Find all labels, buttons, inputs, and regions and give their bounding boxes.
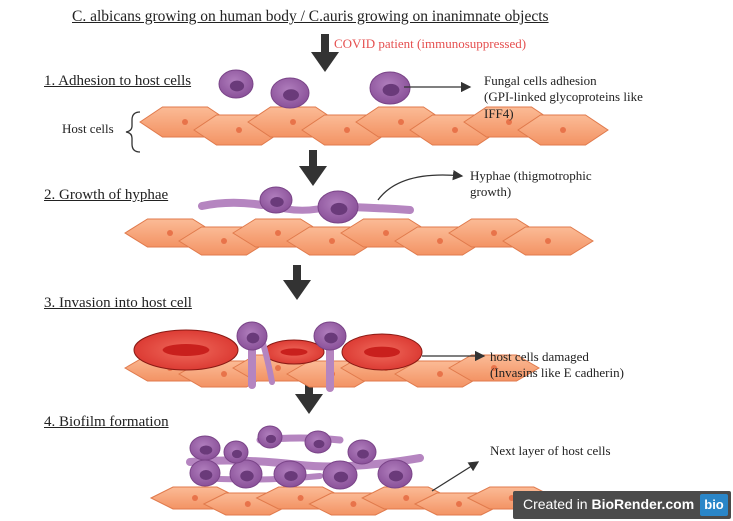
host-cell-nucleus [290,119,296,125]
hyphae-note-line: growth) [470,184,512,200]
fungal-nucleus [357,449,369,459]
hyphae-note: Hyphae (thigmotrophic growth) [470,168,670,201]
damage-note-line: (Invasins like E cadherin) [490,365,624,381]
step-arrows [283,34,339,414]
invasion-layer [124,321,540,392]
host-cell-nucleus [244,501,251,507]
fungal-nucleus [270,197,284,207]
host-cell-nucleus [192,495,198,501]
fungal-nucleus [229,80,245,92]
host-cell-nucleus [221,238,227,244]
host-cell-nucleus [506,119,512,125]
step-4-label: 4. Biofilm formation [44,414,169,430]
fungal-nucleus [330,202,348,216]
host-cell-nucleus [275,230,281,236]
diagram-title: C. albicans growing on human body / C.au… [72,8,549,25]
next-layer-pointer [431,461,480,492]
hypha-filament [198,198,266,210]
biorender-watermark[interactable]: Created in BioRender.com bio [513,491,731,519]
biorender-logo-icon: bio [700,494,728,516]
adhesion-note-line: IFF4) [484,105,514,121]
host-cell-nucleus [383,230,389,236]
fungal-nucleus [240,470,254,482]
host-cell-nucleus [182,119,188,125]
host-cell-nucleus [221,371,227,377]
host-cell-nucleus [452,127,458,133]
fungal-nucleus [388,470,404,482]
damaged-cell-nucleus [364,346,400,358]
host-cell-nucleus [545,238,551,244]
watermark-text: Created in BioRender.com [523,496,694,512]
damage-note: host cells damaged (Invasins like E cadh… [490,349,700,382]
fungal-nucleus [333,471,349,483]
host-cell-nucleus [344,127,350,133]
down-arrow-icon [283,265,311,300]
next-layer-note: Next layer of host cells [490,443,690,459]
fungal-nucleus [265,434,277,444]
annotation-pointers [377,81,486,492]
down-arrow-icon [299,150,327,186]
next-layer-note-line: Next layer of host cells [490,443,611,458]
adhesion-note-line: (GPI-linked glycoproteins like [484,89,643,105]
host-cell-nucleus [329,238,335,244]
watermark-brand: BioRender.com [591,496,695,512]
biofilm-layer [149,425,610,516]
condition-label: COVID patient (immunosuppressed) [334,36,527,51]
fungal-nucleus [199,445,213,455]
host-cell-nucleus [297,495,304,501]
fungal-nucleus [246,332,260,344]
fungal-nucleus [382,83,400,97]
step-3-label: 3. Invasion into host cell [44,295,192,311]
hypha-filament [346,203,414,214]
host-cell-nucleus [403,495,410,501]
damaged-cell-nucleus [162,344,210,356]
host-cell-nucleus [491,230,497,236]
hyphae-pointer [377,169,464,201]
host-cells-label: Host cells [62,121,114,136]
watermark-prefix: Created in [523,496,592,512]
step-1-label: 1. Adhesion to host cells [44,73,192,89]
step-2-label: 2. Growth of hyphae [44,187,169,203]
hyphae-layer [124,186,594,256]
down-arrow-icon [295,383,323,414]
fungal-nucleus [231,449,243,459]
damage-note-line: host cells damaged [490,349,589,364]
host-cell-nucleus [275,365,281,371]
host-cell-nucleus [560,127,566,133]
damaged-cell-nucleus [280,348,308,356]
adhesion-note-line: Fungal cells adhesion [484,73,597,88]
host-cells-brace [125,111,141,153]
host-cell-nucleus [236,127,242,133]
host-cell-nucleus [437,238,443,244]
host-cell-nucleus [491,365,497,371]
hyphae-note-line: Hyphae (thigmotrophic [470,168,592,183]
fungal-nucleus [324,332,338,344]
host-cell-nucleus [167,230,173,236]
fungal-nucleus [313,439,325,449]
adhesion-layer [139,69,609,146]
fungal-nucleus [199,470,213,480]
host-cell-nucleus [350,501,357,507]
host-cell-nucleus [456,501,462,507]
fungal-nucleus [284,471,298,481]
host-cell-nucleus [398,119,404,125]
adhesion-note: Fungal cells adhesion (GPI-linked glycop… [484,73,714,122]
fungal-nucleus [283,89,299,101]
down-arrow-icon [311,34,339,72]
host-cell-nucleus [437,371,443,377]
